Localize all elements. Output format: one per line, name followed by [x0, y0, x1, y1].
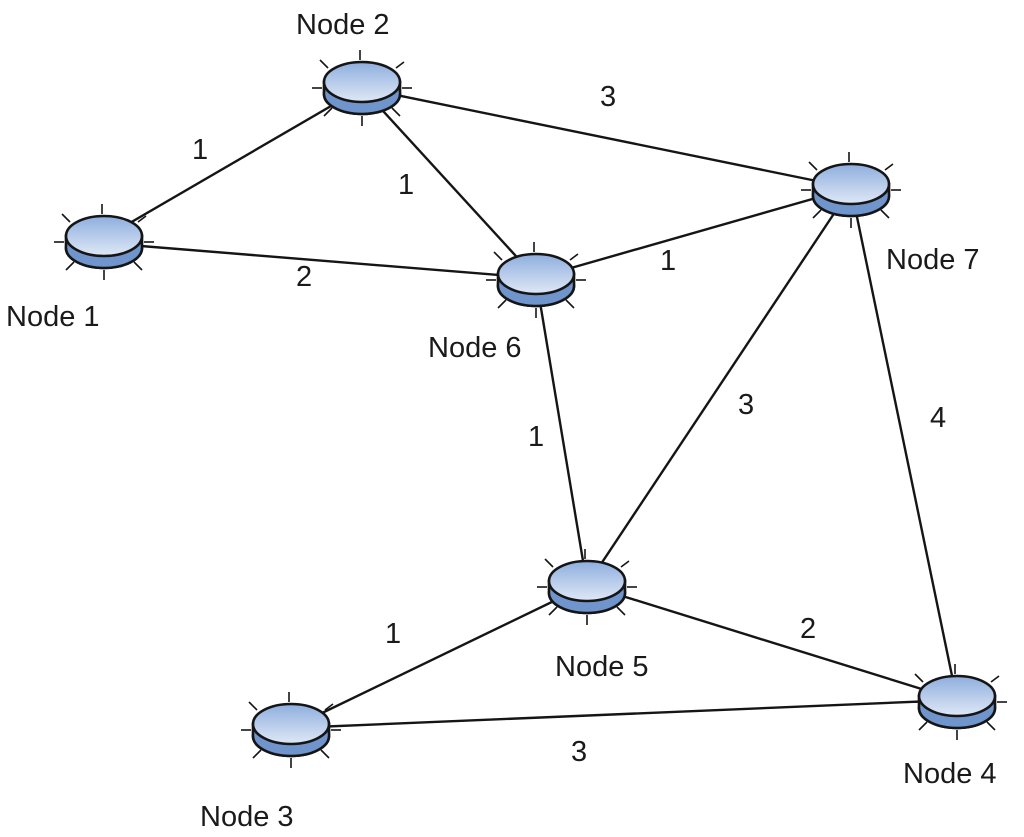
node3-label: Node 3	[200, 801, 294, 833]
weight-node5-node4: 2	[800, 613, 816, 645]
edge-node6-node7	[535, 186, 852, 280]
node2-label: Node 2	[296, 9, 390, 41]
weight-node3-node4: 3	[571, 736, 587, 768]
node6-label: Node 6	[428, 332, 522, 364]
node1-label: Node 1	[6, 301, 100, 333]
node7-router-icon	[799, 150, 903, 230]
edge-node7-node4	[849, 187, 959, 701]
edge-node2-node6	[361, 87, 537, 279]
edge-node6-node5	[534, 277, 589, 586]
weight-node6-node5: 1	[528, 421, 544, 453]
weight-node2-node7: 3	[600, 81, 616, 113]
edge-node5-node4	[586, 583, 958, 702]
weight-node7-node4: 4	[930, 402, 946, 434]
edge-node5-node3	[290, 583, 588, 730]
edge-weights: 1 2 1 3 1 1 3 4 1 2 3	[192, 81, 946, 768]
weight-node6-node7: 1	[660, 245, 676, 277]
node2-router-icon	[310, 48, 414, 128]
node3-router-icon	[239, 690, 343, 770]
edge-node2-node7	[361, 86, 852, 190]
node1-router-icon	[52, 202, 156, 282]
edges	[103, 86, 959, 730]
weight-node2-node6: 1	[398, 169, 414, 201]
weight-node7-node5: 3	[738, 389, 754, 421]
node4-label: Node 4	[903, 758, 997, 790]
node5-router-icon	[535, 547, 639, 627]
edge-node1-node6	[103, 241, 537, 280]
edge-node3-node4	[290, 698, 958, 730]
node6-router-icon	[484, 240, 588, 320]
weight-node1-node6: 2	[296, 261, 312, 293]
node4-router-icon	[905, 662, 1009, 742]
node-labels: Node 1 Node 2 Node 3 Node 4 Node 5 Node …	[6, 9, 997, 833]
weight-node5-node3: 1	[385, 618, 401, 650]
edge-node7-node5	[586, 187, 852, 586]
node5-label: Node 5	[555, 651, 649, 683]
weight-node1-node2: 1	[192, 134, 208, 166]
edge-node1-node2	[103, 86, 363, 240]
node7-label: Node 7	[886, 244, 980, 276]
